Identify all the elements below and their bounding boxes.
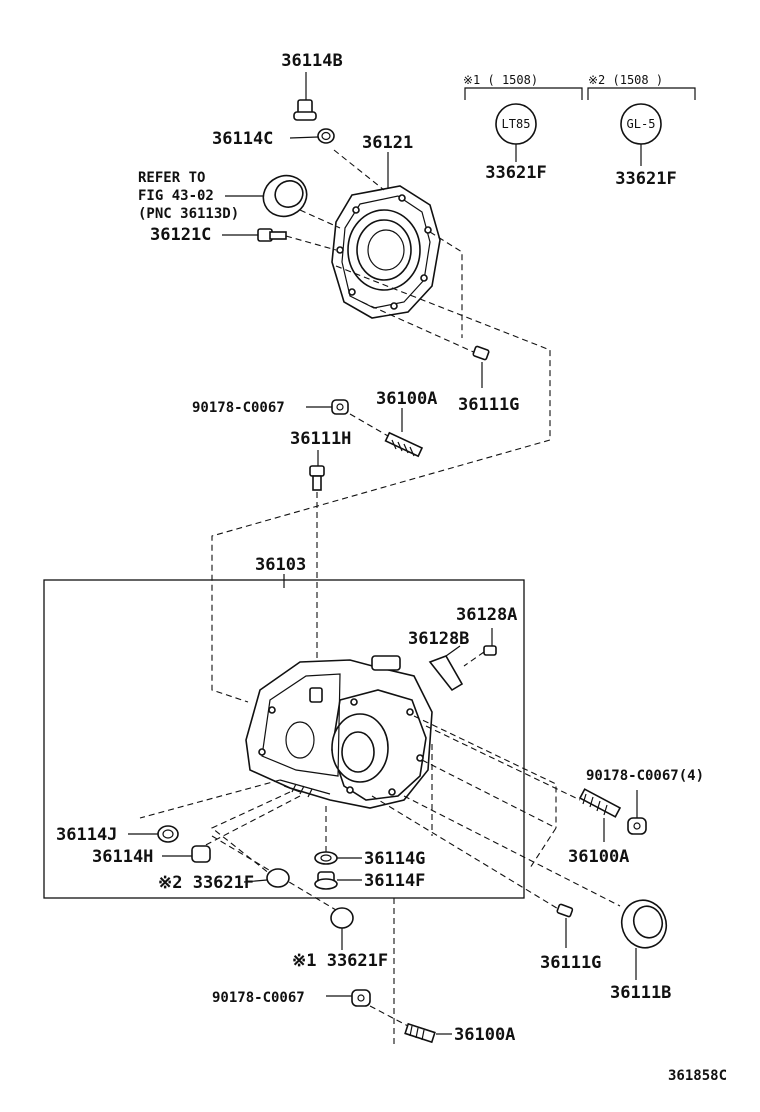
part-label-33621F-mark1: ※1 33621F bbox=[292, 951, 388, 971]
bracket-36128B: 36128B bbox=[408, 629, 469, 692]
plug-36114B-top: 36114B bbox=[281, 51, 343, 121]
refer-text-line1: REFER TO bbox=[138, 170, 205, 186]
variant-note-2: ※2 (1508 ) bbox=[588, 73, 663, 87]
oil-seal-36111B: 36111B bbox=[610, 899, 671, 1003]
gasket-36114G: 36114G bbox=[314, 849, 425, 869]
part-label-90178-top: 90178-C0067 bbox=[192, 400, 285, 416]
figure-code: 361858C bbox=[668, 1068, 727, 1084]
stud-36100A-top bbox=[384, 431, 424, 458]
nut-90178-top: 90178-C0067 bbox=[192, 399, 349, 416]
part-label-36111G-bottom: 36111G bbox=[540, 953, 601, 973]
part-label-33621F-v2: 33621F bbox=[615, 169, 676, 189]
part-label-36114J: 36114J bbox=[56, 825, 117, 845]
part-label-90178-bottom: 90178-C0067 bbox=[212, 990, 305, 1006]
stud-36100A-bottom: 36100A bbox=[404, 1022, 515, 1045]
part-label-36111H: 36111H bbox=[290, 429, 351, 449]
fluid-33621F-v2: ※2 33621F bbox=[158, 868, 290, 893]
plug-36114F: 36114F bbox=[314, 871, 425, 891]
bolt-36121C: 36121C bbox=[150, 225, 287, 245]
nut-90178-bottom: 90178-C0067 bbox=[212, 989, 371, 1007]
part-label-33621F-v1: 33621F bbox=[485, 163, 546, 183]
fluid-33621F-v1: ※1 33621F bbox=[292, 907, 388, 971]
dowel-pin-36111G-top: 36111G bbox=[458, 345, 519, 415]
bolt-36128A: 36128A bbox=[456, 605, 517, 656]
part-label-36114C: 36114C bbox=[212, 129, 273, 149]
part-label-33621F-mark2: ※2 33621F bbox=[158, 873, 254, 893]
part-label-36100A-top: 36100A bbox=[376, 389, 437, 409]
part-label-36128B: 36128B bbox=[408, 629, 469, 649]
fluid-grade-lt85: LT85 bbox=[502, 117, 531, 131]
part-label-36111B: 36111B bbox=[610, 983, 671, 1003]
part-label-36111G-top: 36111G bbox=[458, 395, 519, 415]
part-label-36103: 36103 bbox=[255, 555, 306, 575]
variant-note-1: ※1 ( 1508) bbox=[463, 73, 538, 87]
variant-bracket-1: ※1 ( 1508) bbox=[463, 73, 583, 100]
oil-seal-ref: REFER TO FIG 43-02 (PNC 36113D) bbox=[138, 170, 308, 222]
part-label-36114H: 36114H bbox=[92, 847, 153, 867]
nut-90178-right: 90178-C0067(4) bbox=[586, 768, 704, 835]
fluid-circle-lt85: LT85 33621F bbox=[485, 103, 547, 183]
part-label-36114B-top: 36114B bbox=[281, 51, 342, 71]
gasket-36114C: 36114C bbox=[212, 128, 335, 149]
gasket-36114J: 36114J bbox=[56, 825, 179, 845]
fluid-grade-gl5: GL-5 bbox=[627, 117, 656, 131]
part-label-90178-right: 90178-C0067(4) bbox=[586, 768, 704, 784]
fluid-circle-gl5: GL-5 33621F bbox=[615, 103, 677, 189]
part-label-36100A-bottom: 36100A bbox=[454, 1025, 515, 1045]
dowel-pin-36111G-bottom: 36111G bbox=[540, 903, 601, 973]
stud-36111H: 36111H bbox=[290, 429, 351, 491]
stud-36100A-right: 36100A bbox=[568, 788, 629, 867]
part-label-36121: 36121 bbox=[362, 133, 413, 153]
transfer-cover-36121 bbox=[331, 185, 441, 319]
variant-bracket-2: ※2 (1508 ) bbox=[587, 73, 696, 100]
part-label-36121C: 36121C bbox=[150, 225, 211, 245]
part-label-36114G: 36114G bbox=[364, 849, 425, 869]
part-label-36100A-right: 36100A bbox=[568, 847, 629, 867]
transfer-case-36103 bbox=[245, 655, 433, 809]
part-label-36114F: 36114F bbox=[364, 871, 425, 891]
part-label-36128A: 36128A bbox=[456, 605, 517, 625]
refer-text-line3: (PNC 36113D) bbox=[138, 206, 239, 222]
plug-36114H: 36114H bbox=[92, 845, 211, 867]
refer-text-line2: FIG 43-02 bbox=[138, 188, 214, 204]
